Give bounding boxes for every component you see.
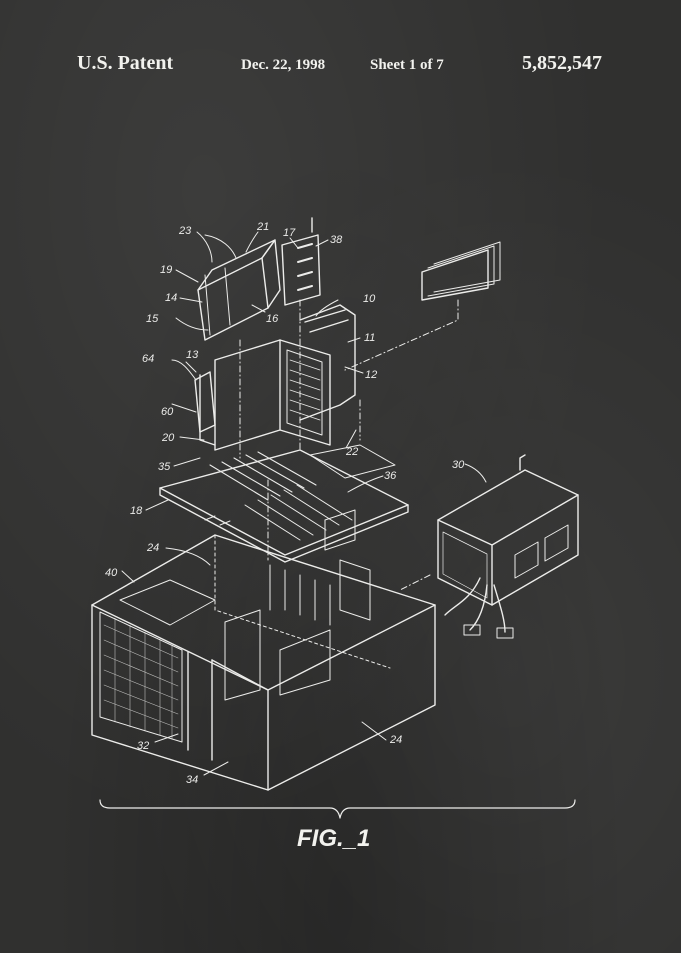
callout-16: 16 xyxy=(266,313,279,325)
power-supply xyxy=(437,454,579,639)
reference-numerals: 23 21 17 38 19 14 15 16 10 11 64 13 12 6… xyxy=(105,221,465,786)
front-grille xyxy=(103,617,179,740)
callout-12: 12 xyxy=(365,369,377,381)
callout-38: 38 xyxy=(330,234,343,246)
callout-36: 36 xyxy=(384,470,397,482)
svg-text:24: 24 xyxy=(389,734,402,746)
patent-date: Dec. 22, 1998 xyxy=(241,57,326,73)
leader-lines xyxy=(121,231,487,776)
callout-18: 18 xyxy=(130,505,143,517)
memory-card xyxy=(281,217,321,306)
patent-number: 5,852,547 xyxy=(522,52,602,74)
callout-24: 24 xyxy=(146,542,159,554)
callout-60: 60 xyxy=(161,406,174,418)
patent-label: U.S. Patent xyxy=(77,52,174,74)
callout-22: 22 xyxy=(345,446,358,458)
callout-13: 13 xyxy=(186,349,199,361)
callout-20: 20 xyxy=(161,432,175,444)
fan-bracket xyxy=(299,304,356,421)
callout-34: 34 xyxy=(186,774,198,786)
callout-21: 21 xyxy=(256,221,269,233)
callout-35: 35 xyxy=(158,461,171,473)
patent-header: U.S. Patent Dec. 22, 1998 Sheet 1 of 7 5… xyxy=(0,52,681,82)
drive-cage xyxy=(199,339,331,451)
callout-10: 10 xyxy=(363,293,376,305)
latch-part xyxy=(194,371,216,433)
figure-brace xyxy=(99,799,576,819)
memory-modules xyxy=(421,241,501,301)
callout-19: 19 xyxy=(160,264,172,276)
callout-64: 64 xyxy=(142,353,154,365)
callout-40: 40 xyxy=(105,567,118,579)
callout-15: 15 xyxy=(146,313,159,325)
chassis xyxy=(91,534,436,791)
callout-32: 32 xyxy=(137,740,149,752)
sheet-number: Sheet 1 of 7 xyxy=(370,57,444,73)
figure-caption: FIG._1 xyxy=(297,825,371,852)
processor-module xyxy=(197,239,281,341)
callout-30: 30 xyxy=(452,459,465,471)
callout-11: 11 xyxy=(364,332,375,344)
callout-23: 23 xyxy=(178,225,192,237)
callout-17: 17 xyxy=(283,227,296,239)
motherboard xyxy=(159,444,409,563)
callout-14: 14 xyxy=(165,292,177,304)
assembly-guides xyxy=(239,299,459,591)
